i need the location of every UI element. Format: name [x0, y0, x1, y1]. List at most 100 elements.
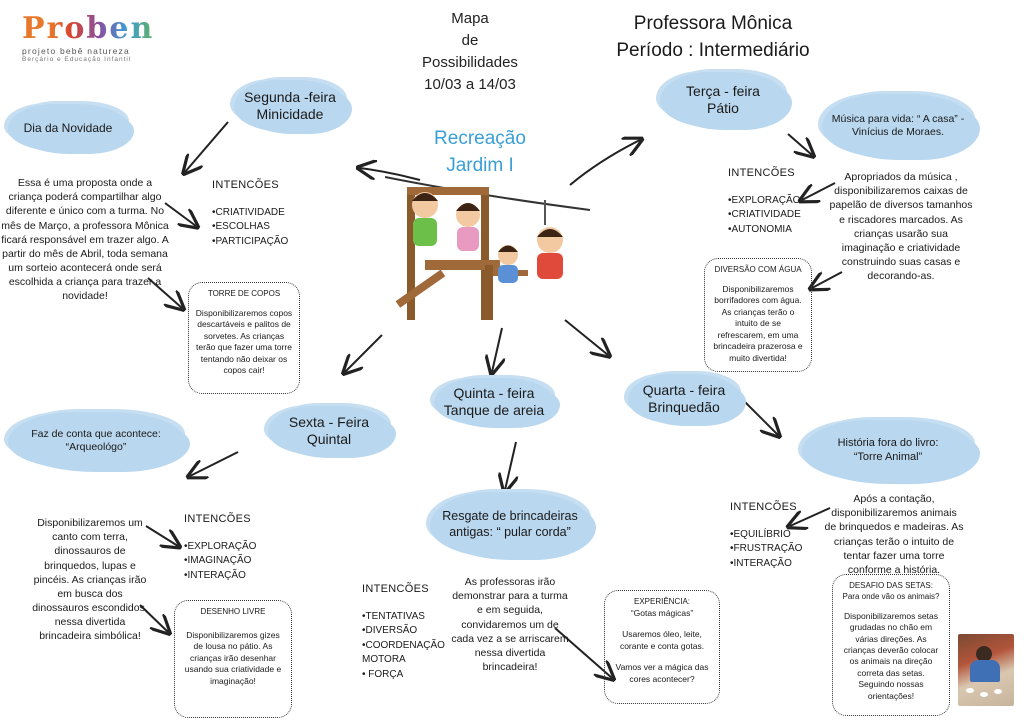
title-line-4: 10/03 a 14/03 [424, 76, 516, 93]
friday-day-cloud: Sexta - Feira Quintal [268, 406, 390, 456]
monday-description: Essa é uma proposta onde a criança poder… [1, 177, 169, 303]
tuesday-day-cloud: Terça - feira Pátio [660, 72, 786, 128]
playground-illustration [385, 176, 590, 320]
wednesday-activity: História fora do livro: “Torre Animal” [837, 437, 939, 463]
thursday-intentions: INTENCÕES •TENTATIVAS •DIVERSÃO •COORDEN… [362, 582, 458, 682]
tuesday-intention: •CRIATIVIDADE [728, 209, 801, 221]
tuesday-intentions: INTENCÕES •EXPLORAÇÃO •CRIATIVIDADE •AUT… [728, 166, 818, 237]
tuesday-intention: •AUTONOMIA [728, 223, 792, 235]
center-line-2: Jardim I [446, 155, 514, 176]
title-line-2: de [461, 32, 479, 49]
arrow-monday-to-description [185, 121, 229, 172]
arrow-thursday-desc-to-box [554, 627, 612, 678]
wednesday-box-subtitle: Para onde vão os animais? [842, 591, 940, 601]
friday-intention: •IMAGINAÇÃO [184, 555, 252, 567]
arrow-monday-desc-to-intent [164, 202, 196, 226]
friday-day: Sexta - Feira [288, 413, 370, 430]
wednesday-intention: •EQUILÍBRIO [730, 528, 791, 540]
wednesday-place: Brinquedão [648, 399, 720, 415]
thursday-intention: • FORÇA [362, 668, 404, 680]
tuesday-description: Apropriados da música , disponibilizarem… [829, 171, 973, 283]
thursday-box-title: EXPERIÊNCIA: [633, 597, 690, 606]
activity-photo [958, 634, 1014, 706]
arrow-center-to-monday [360, 168, 421, 181]
friday-description: Disponibilizaremos um canto com terra, d… [32, 517, 148, 643]
arrow-tuesday-to-activity [787, 133, 812, 155]
friday-extra-box: DESENHO LIVRE Disponibilizaremos gizes d… [174, 600, 292, 718]
thursday-box-subtitle: “Gotas mágicas” [630, 607, 694, 618]
tuesday-box-title: DIVERSÃO COM ÁGUA [714, 265, 802, 274]
title-line-3: Possibilidades [422, 54, 518, 71]
monday-intention: •ESCOLHAS [212, 221, 270, 233]
thursday-day-cloud: Quinta - feira Tanque de areia [434, 378, 554, 426]
monday-intentions-title: INTENCÕES [212, 179, 279, 191]
monday-intention: •PARTICIPAÇÃO [212, 235, 289, 247]
friday-box-text: Disponibilizaremos gizes de lousa no pát… [184, 629, 282, 686]
thursday-day: Quinta - feira [453, 384, 535, 401]
tuesday-activity: Música para vida: “ A casa” - Vinícius d… [831, 112, 965, 138]
wednesday-intentions: INTENCÕES •EQUILÍBRIO •FRUSTRAÇÃO •INTER… [730, 500, 820, 571]
wednesday-day: Quarta - feira [642, 381, 726, 398]
monday-activity: Dia da Novidade [23, 120, 113, 135]
wednesday-box-title: DESAFIO DAS SETAS: [849, 581, 933, 590]
logo-name: Proben [22, 14, 162, 44]
monday-intention: •CRIATIVIDADE [212, 206, 285, 218]
monday-activity-cloud: Dia da Novidade [8, 104, 128, 152]
tuesday-place: Pátio [707, 100, 739, 116]
wednesday-activity-cloud: História fora do livro: “Torre Animal” [802, 420, 974, 482]
friday-intentions: INTENCÕES •EXPLORAÇÃO •IMAGINAÇÃO •INTER… [184, 512, 274, 583]
arrow-tuesday-desc-to-intent [802, 182, 836, 200]
arrow-thursday-to-activity [505, 441, 516, 490]
monday-intentions: INTENCÕES •CRIATIVIDADE •ESCOLHAS •PARTI… [212, 178, 302, 249]
logo-subtitle-2: Berçário e Educação Infantil [22, 56, 132, 63]
thursday-extra-box: EXPERIÊNCIA: “Gotas mágicas” Usaremos ól… [604, 590, 720, 704]
thursday-box-text: Usaremos óleo, leite, corante e conta go… [619, 629, 705, 651]
tuesday-extra-box: DIVERSÃO COM ÁGUA Disponibilizaremos bor… [704, 258, 812, 372]
wednesday-intention: •INTERAÇÃO [730, 557, 792, 569]
tuesday-intention: •EXPLORAÇÃO [728, 194, 801, 206]
wednesday-description: Após a contação, disponibilizaremos anim… [824, 493, 964, 576]
tuesday-box-text: Disponibilizaremos borrifadores com água… [713, 283, 803, 363]
tuesday-intentions-title: INTENCÕES [728, 167, 795, 179]
friday-activity-cloud: Faz de conta que acontece: “Arqueológo” [8, 412, 184, 470]
arrow-wednesday-desc-to-intent [790, 507, 831, 526]
teacher-heading: Professora Mônica Período : Intermediári… [588, 10, 838, 64]
wednesday-box-text: Disponibilizaremos setas grudadas no chã… [843, 610, 939, 701]
tuesday-activity-cloud: Música para vida: “ A casa” - Vinícius d… [822, 94, 974, 158]
monday-box-text: Disponibilizaremos copos descartáveis e … [195, 307, 293, 376]
thursday-place: Tanque de areia [443, 402, 545, 418]
thursday-description: As professoras irão demonstrar para a tu… [451, 576, 569, 674]
monday-box-title: TORRE DE COPOS [207, 289, 281, 298]
title-line-1: Mapa [451, 10, 489, 27]
arrow-center-to-thursday [492, 327, 502, 372]
wednesday-intentions-title: INTENCÕES [730, 501, 797, 513]
arrow-center-to-wednesday [564, 319, 608, 355]
proben-logo: Proben projeto bebê natureza Berçário e … [22, 14, 162, 70]
thursday-activity: Resgate de brincadeiras antigas: “ pular… [442, 509, 578, 539]
arrow-center-to-friday [345, 334, 383, 372]
friday-intention: •INTERAÇÃO [184, 569, 246, 581]
arrow-center-to-tuesday [569, 140, 640, 186]
friday-intentions-title: INTENCÕES [184, 513, 251, 525]
wednesday-day-cloud: Quarta - feira Brinquedão [628, 374, 740, 424]
arrow-monday-desc-to-box [147, 277, 182, 308]
center-line-1: Recreação [434, 128, 526, 149]
monday-extra-box: TORRE DE COPOS Disponibilizaremos copos … [188, 282, 300, 394]
tuesday-day: Terça - feira [686, 82, 760, 99]
thursday-intention: •TENTATIVAS [362, 610, 425, 622]
thursday-intention: •DIVERSÃO [362, 625, 418, 637]
wednesday-extra-box: DESAFIO DAS SETAS: Para onde vão os anim… [832, 574, 950, 716]
thursday-intention: •COORDENAÇÃO MOTORA [362, 639, 445, 666]
friday-activity: Faz de conta que acontece: “Arqueológo” [31, 427, 161, 453]
logo-subtitle: projeto bebê natureza [22, 46, 130, 56]
thursday-box-question: Vamos ver a mágica das cores acontecer? [615, 662, 709, 684]
thursday-intentions-title: INTENCÕES [362, 583, 429, 595]
map-title: Mapa de Possibilidades 10/03 a 14/03 [390, 8, 550, 96]
period-label: Período : Intermediário [616, 40, 810, 61]
arrow-friday-desc-to-intent [145, 525, 178, 546]
monday-place: Minicidade [256, 106, 324, 122]
monday-day: Segunda -feira [244, 88, 336, 105]
thursday-activity-cloud: Resgate de brincadeiras antigas: “ pular… [430, 492, 590, 558]
center-title: Recreação Jardim I [420, 125, 540, 179]
